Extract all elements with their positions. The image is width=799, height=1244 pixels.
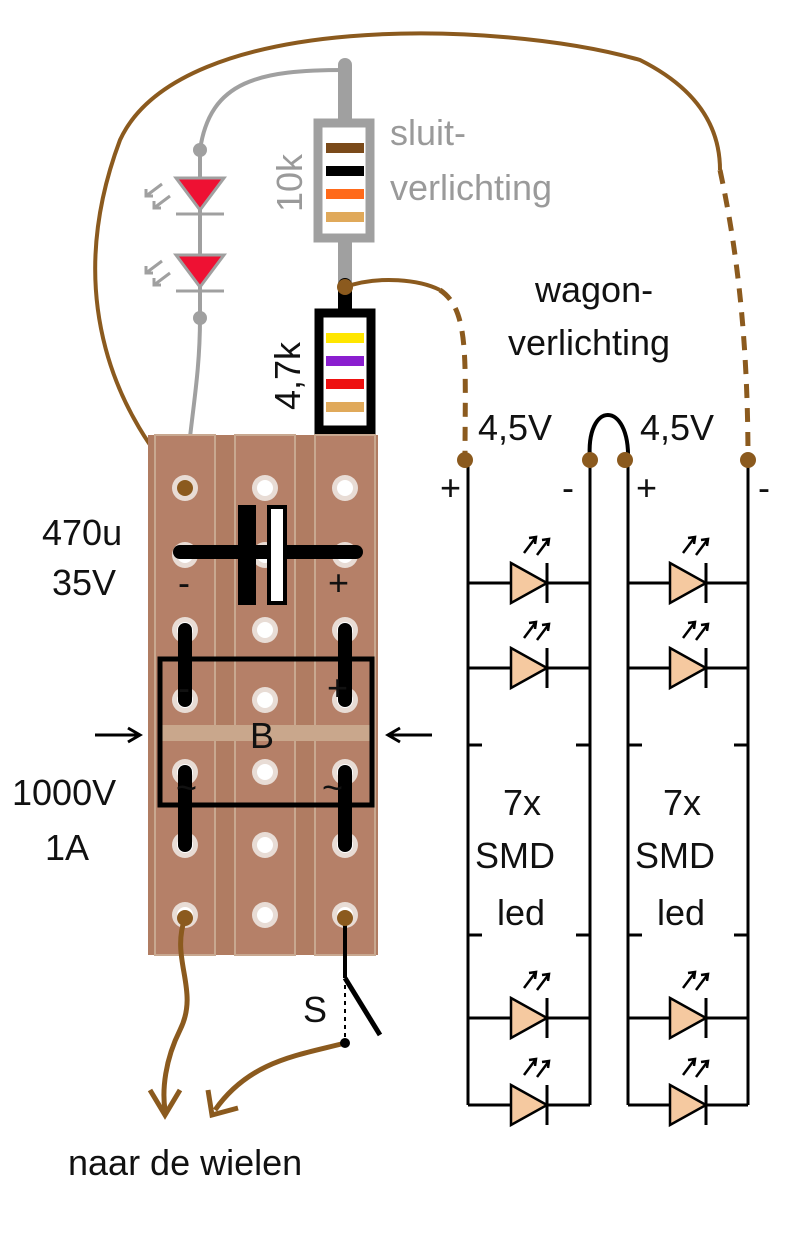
junction-dot: [193, 143, 207, 157]
red-led: [173, 176, 227, 213]
arrow-left-icon: [385, 726, 432, 744]
resistor-4k7-label: 4,7k: [267, 341, 308, 410]
switch-label: S: [303, 989, 327, 1030]
junction-dot: [337, 910, 353, 926]
light-emit-icon: [144, 182, 171, 210]
light-emit-icon: [144, 259, 171, 287]
coach-light-label-2: verlichting: [508, 322, 670, 363]
strip1-plus: +: [440, 467, 461, 508]
capacitor-plate-negative: [238, 505, 256, 605]
arrow-right-icon: [95, 726, 143, 744]
resistor-band: [326, 402, 364, 412]
bridge-ac-right: ~: [322, 767, 343, 808]
junction-dot: [193, 311, 207, 325]
resistor-band: [326, 333, 364, 343]
smd-led: [668, 560, 709, 606]
junction-dot: [177, 910, 193, 926]
coach-light-label-1: wagon-: [534, 269, 653, 310]
bridge-voltage-label: 1000V: [12, 772, 116, 813]
connection-dot: [582, 452, 598, 468]
capacitor-plate-positive: [267, 505, 287, 605]
light-emit-icon: [682, 970, 710, 991]
bridge-current-label: 1A: [45, 827, 89, 868]
arrow-head: [147, 1088, 183, 1120]
tail-light-label-2: verlichting: [390, 167, 552, 208]
resistor-10k-label: 10k: [269, 153, 310, 212]
wire-wheel-left: [161, 917, 190, 1111]
switch-lever: [342, 976, 383, 1037]
bridge-rectifier: [157, 656, 375, 808]
tail-light-label-1: sluit-: [390, 112, 466, 153]
junction-dot: [337, 279, 353, 295]
cap-value-label: 470u: [42, 512, 122, 553]
smd-led: [668, 645, 709, 691]
cap-minus: -: [178, 562, 190, 603]
smd-led: [509, 560, 550, 606]
connection-dot: [740, 452, 756, 468]
smd-led: [509, 995, 550, 1041]
led-count-2: 7x: [663, 782, 701, 823]
smd-led: [668, 995, 709, 1041]
smd-led: [509, 1082, 550, 1128]
hole: [337, 480, 353, 496]
resistor-band: [326, 143, 364, 153]
strip1-minus: -: [562, 467, 574, 508]
red-led: [173, 253, 227, 290]
wire-brown-top-dashed: [717, 169, 751, 461]
resistor-band: [326, 166, 364, 176]
hole: [257, 622, 273, 638]
light-emit-icon: [682, 1057, 710, 1078]
hole: [257, 480, 273, 496]
led-type-2a: SMD: [635, 835, 715, 876]
hole: [257, 692, 273, 708]
wire-brown-plus: [344, 277, 441, 292]
cap-voltage-label: 35V: [52, 562, 116, 603]
resistor-band: [326, 189, 364, 199]
led-type-1a: SMD: [475, 835, 555, 876]
light-emit-icon: [523, 1057, 551, 1078]
cap-plus: +: [328, 562, 349, 603]
light-emit-icon: [523, 970, 551, 991]
connection-dot: [617, 452, 633, 468]
switch-contact: [340, 1038, 350, 1048]
led-type-1b: led: [497, 892, 545, 933]
bridge-minus: -: [178, 667, 190, 708]
bridge-ac-left: ~: [176, 767, 197, 808]
resistor-4k7: [314, 308, 376, 435]
wire-wheel-right: [212, 1040, 346, 1112]
hole: [257, 837, 273, 853]
bridge-plus: +: [327, 667, 348, 708]
light-emit-icon: [682, 535, 710, 556]
voltage-right-label: 4,5V: [640, 407, 714, 448]
track-cut: [160, 725, 370, 741]
wire-brown-top: [93, 31, 722, 490]
voltage-left-label: 4,5V: [478, 407, 552, 448]
wheels-label: naar de wielen: [68, 1142, 302, 1183]
smd-led: [668, 1082, 709, 1128]
resistor-band: [326, 379, 364, 389]
bridge-wire-loop: [587, 413, 631, 461]
led-type-2b: led: [657, 892, 705, 933]
bridge-label: B: [250, 715, 274, 756]
light-emit-icon: [523, 535, 551, 556]
strip2-plus: +: [636, 467, 657, 508]
wire-brown-plus-dashed: [438, 287, 468, 461]
strip2-minus: -: [758, 467, 770, 508]
hole: [257, 907, 273, 923]
junction-dot: [177, 480, 193, 496]
resistor-band: [326, 212, 364, 222]
connection-dot: [457, 452, 473, 468]
light-emit-icon: [682, 620, 710, 641]
arrow-head: [205, 1089, 239, 1119]
hole: [257, 764, 273, 780]
led-count-1: 7x: [503, 782, 541, 823]
resistor-band: [326, 356, 364, 366]
smd-led: [509, 645, 550, 691]
light-emit-icon: [523, 620, 551, 641]
